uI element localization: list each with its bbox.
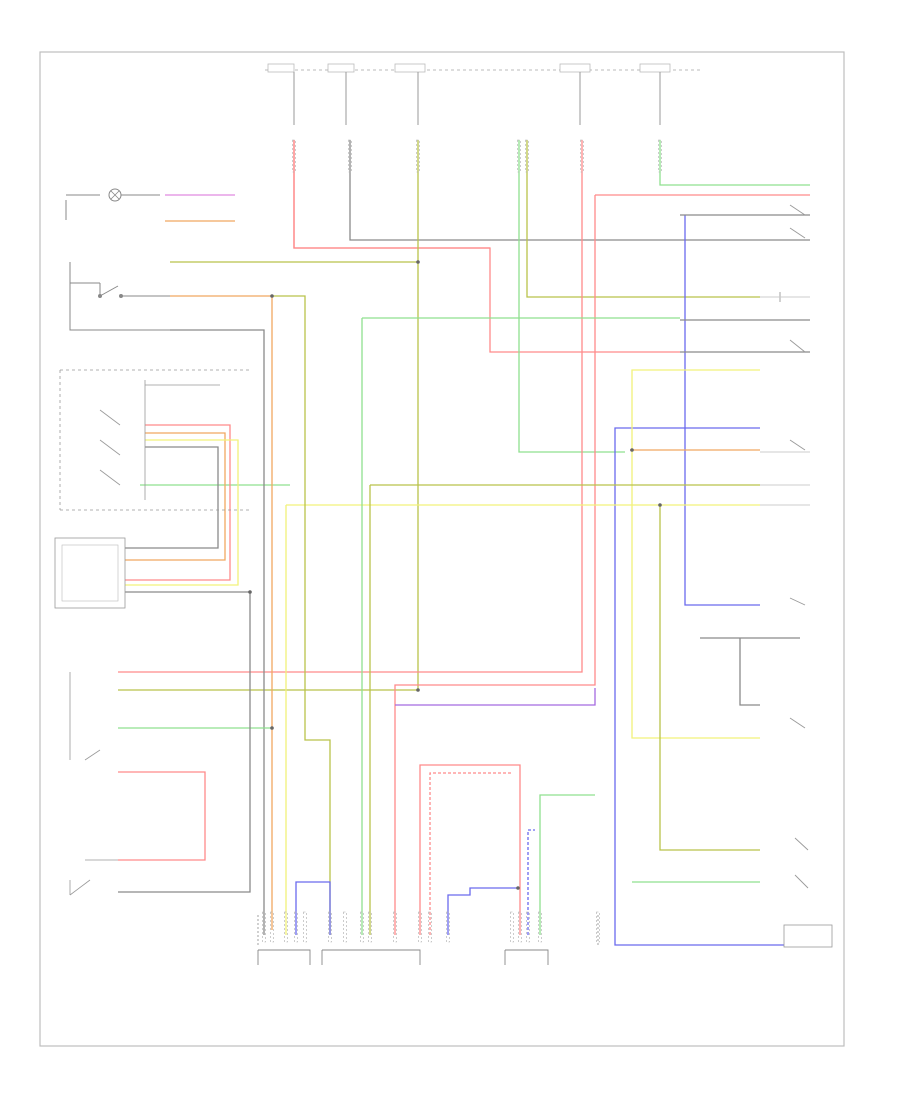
switch-icon	[70, 282, 170, 298]
wire-gray-6	[118, 591, 251, 893]
connector-pin-12	[428, 911, 432, 943]
wire-yellow-1	[631, 369, 760, 739]
connector-pin-6	[328, 911, 332, 943]
solenoid-assembly-box	[54, 537, 126, 609]
wire-olive-2	[118, 262, 419, 691]
wire-blue-2	[614, 427, 800, 946]
wire-orange-2	[170, 295, 273, 930]
diagram-frame	[39, 51, 845, 1047]
wire-gray-2	[170, 329, 265, 935]
wire-red-2	[118, 140, 583, 673]
top-connector-pin-2	[348, 139, 352, 173]
wire-green-7	[539, 794, 595, 935]
connector-pin-5	[303, 911, 307, 943]
wire-red-8	[125, 424, 231, 581]
fuse-block-3	[394, 63, 426, 125]
transmission-range-switch	[59, 369, 250, 511]
wire-green-1	[518, 140, 625, 453]
top-connector-pin-4	[517, 139, 521, 173]
lower-left-switches	[69, 672, 118, 896]
wire-red-6	[429, 772, 512, 935]
wire-blue-1	[684, 215, 760, 606]
wire-red-7	[118, 771, 206, 861]
top-connector-pin-5	[525, 139, 529, 173]
wire-red-1	[293, 140, 680, 353]
connector-pin-13	[446, 911, 450, 943]
wire-blue-5	[295, 881, 331, 935]
fuse-block-1	[267, 63, 295, 125]
wire-red-1b	[293, 140, 490, 249]
connector-pin-1	[262, 911, 266, 943]
wire-olive-6	[272, 295, 331, 935]
connector-pin-8	[360, 911, 364, 943]
top-connector-pin-6	[580, 139, 584, 173]
wire-olive-3	[526, 140, 760, 298]
top-connector-pin-3	[416, 139, 420, 173]
fuse-block-2	[327, 63, 355, 125]
wire-green-2	[659, 140, 810, 186]
connector-pin-17	[538, 911, 542, 943]
lamp-icon	[108, 188, 160, 202]
fuse-block-5	[639, 63, 671, 125]
wire-gray-7	[125, 446, 219, 549]
connector-pin-2	[270, 911, 274, 943]
wire-gray-1	[349, 140, 810, 241]
connector-pin-3	[284, 911, 288, 943]
connector-pin-9	[368, 911, 372, 943]
fuse-block-4	[559, 63, 591, 125]
connector-pin-7	[343, 911, 347, 943]
wire-olive-4	[659, 505, 760, 851]
top-connector-pin-1	[292, 139, 296, 173]
wire-orange-3	[125, 432, 226, 561]
top-connector-pin-7	[658, 139, 662, 173]
switch-frame	[69, 262, 170, 331]
wire-blue-4	[527, 829, 535, 935]
relay-contacts-right	[760, 204, 810, 889]
wire-yellow-4	[125, 439, 239, 586]
wire-violet-1	[395, 688, 596, 706]
connector-pin-18	[596, 911, 600, 943]
wire-gray-8	[739, 638, 760, 706]
connector-pin-10	[393, 911, 397, 943]
wire-red-3	[394, 195, 596, 935]
connector-pin-14	[510, 911, 514, 943]
lamp-lead	[65, 194, 100, 220]
connector-pin-16	[526, 911, 530, 943]
solenoid-inner-box	[61, 544, 119, 602]
wire-group	[118, 140, 810, 946]
connector-pin-15	[518, 911, 522, 943]
wire-blue-3	[447, 887, 518, 935]
connector-pin-11	[418, 911, 422, 943]
bottom-connectors	[257, 915, 599, 965]
connector-pin-4	[294, 911, 298, 943]
connector-pins	[262, 139, 662, 943]
wire-red-5	[419, 764, 521, 935]
right-bottom-module	[783, 924, 833, 948]
junction-dots	[248, 260, 662, 890]
